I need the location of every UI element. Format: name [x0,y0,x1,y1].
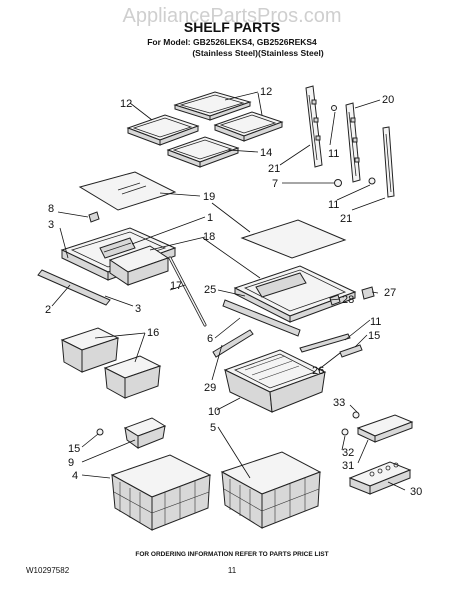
shelf-rail-right [345,102,361,183]
small-shelf-tray-left [126,114,200,146]
bin-screw [96,428,104,436]
egg-tray-top [356,414,414,443]
callout-2: 2 [45,304,51,316]
callout-8: 8 [48,203,54,215]
shelf-rail-far [382,126,395,198]
page-title: SHELF PARTS [184,19,280,35]
callout-15: 15 [68,443,80,455]
small-shelf-tray-top [173,91,252,121]
egg-tray-bottom [348,461,412,495]
drawer-handle [212,329,254,358]
callout-19: 19 [203,191,215,203]
callout-10: 9 [68,457,74,469]
callout-30: 30 [410,486,422,498]
rail-screw [331,105,376,187]
wire-basket-right [220,451,322,529]
callout-26: 26 [312,365,324,377]
callout-12: 12 [260,86,272,98]
small-shelf-tray-right [213,111,284,142]
shelf-clip [88,211,100,223]
callout-11: 11 [370,316,381,328]
callout-9: 10 [208,406,220,418]
callout-12: 14 [260,147,272,159]
bracket-clip [329,286,375,306]
shelf-rod [168,256,207,327]
callout-16: 16 [147,327,159,339]
callout-25: 25 [204,284,216,296]
crisper-drawer-left [60,327,120,373]
tray-screw [341,411,360,436]
shelf-rail-left [305,85,323,168]
trim-strip [37,269,111,306]
wire-basket-left [110,454,212,531]
document-number: W10297582 [26,566,70,575]
watermark: AppliancePartsPros.com [123,5,342,27]
crisper-drawer-right [103,355,162,399]
glass-shelf-left [78,171,177,211]
callout-5: 5 [210,422,216,434]
shelf-support-bracket [222,299,301,337]
callout-21: 21 [268,163,280,175]
callout-14: 15 [368,330,380,342]
model-line: For Model: GB2526LEKS4, GB2526REKS4 [147,37,317,47]
page-number: 11 [228,566,237,575]
callout-29: 29 [204,382,216,394]
callout-18: 18 [203,231,215,243]
callout-numbers: 12 12 14 20 11 21 7 11 21 19 8 3 1 18 17… [45,86,422,498]
callout-6: 6 [207,333,213,345]
callout-20: 20 [382,94,394,106]
callout-4: 4 [72,470,78,482]
callout-3: 3 [135,303,141,315]
callout-27: 27 [384,287,396,299]
glass-shelf-right [240,219,347,259]
callout-7: 7 [272,178,278,190]
leader-lines [51,91,406,491]
callout-11: 11 [328,148,339,160]
callout-28: 28 [342,294,354,306]
callout-33: 33 [333,397,345,409]
callout-17: 17 [170,280,182,292]
callout-3: 3 [48,219,54,231]
ordering-note: FOR ORDERING INFORMATION REFER TO PARTS … [135,551,328,558]
callout-11: 11 [328,199,339,211]
pan-drawer [223,349,327,413]
callout-1: 1 [207,212,213,224]
callout-31: 31 [342,460,354,472]
callout-32: 32 [342,447,354,459]
small-shelf-tray-bottom [166,136,240,168]
bin-clip [123,417,167,449]
drawer-slide-small [339,344,363,358]
callout-12: 12 [120,98,132,110]
crisper-bin-left [108,245,170,286]
variant-line: (Stainless Steel)(Stainless Steel) [192,48,323,58]
drawer-slide-bar [299,333,351,353]
callout-21: 21 [340,213,352,225]
